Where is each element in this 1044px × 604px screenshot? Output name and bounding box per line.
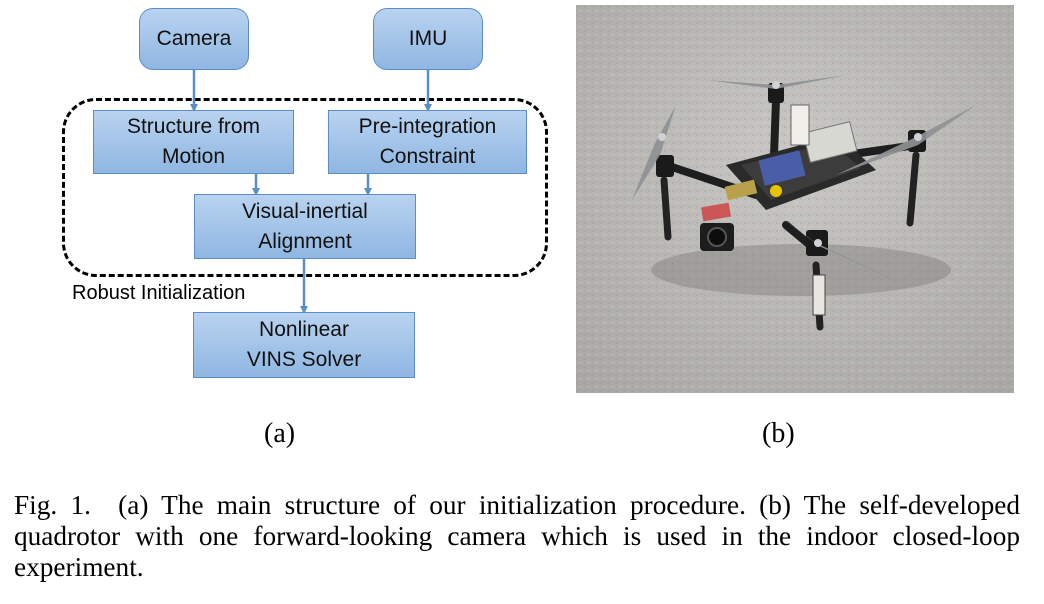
quadrotor-illustration xyxy=(576,5,1014,393)
structure-from-motion-box: Structure from Motion xyxy=(93,110,294,174)
quadrotor-body xyxy=(700,104,876,222)
camera-box: Camera xyxy=(139,8,249,70)
nonlinear-vins-solver-box: Nonlinear VINS Solver xyxy=(193,312,415,378)
diagram-arrows xyxy=(190,70,432,314)
preintegration-constraint-label: Pre-integration Constraint xyxy=(358,115,497,168)
robust-initialization-label: Robust Initialization xyxy=(72,282,246,304)
imu-box: IMU xyxy=(373,8,483,70)
visual-inertial-alignment-label: Visual-inertial Alignment xyxy=(242,199,368,253)
quadrotor-photo xyxy=(576,5,1014,393)
subfigure-a-label: (a) xyxy=(264,418,296,449)
nonlinear-vins-solver-label: Nonlinear VINS Solver xyxy=(246,318,362,371)
figure-caption: Fig. 1. (a) The main structure of our in… xyxy=(14,490,1020,583)
camera-label: Camera xyxy=(156,27,232,50)
subfigure-b-label: (b) xyxy=(762,418,795,449)
preintegration-constraint-box: Pre-integration Constraint xyxy=(328,110,527,174)
imu-label: IMU xyxy=(408,27,448,50)
figure-number: Fig. 1. xyxy=(14,490,91,520)
initialization-diagram: Camera IMU Structure from Motion Pre-int… xyxy=(0,0,560,400)
visual-inertial-alignment-box: Visual-inertial Alignment xyxy=(194,194,416,259)
structure-from-motion-label: Structure from Motion xyxy=(126,115,261,168)
caption-text: (a) The main structure of our initializa… xyxy=(14,490,1021,582)
camera-module xyxy=(700,223,734,251)
